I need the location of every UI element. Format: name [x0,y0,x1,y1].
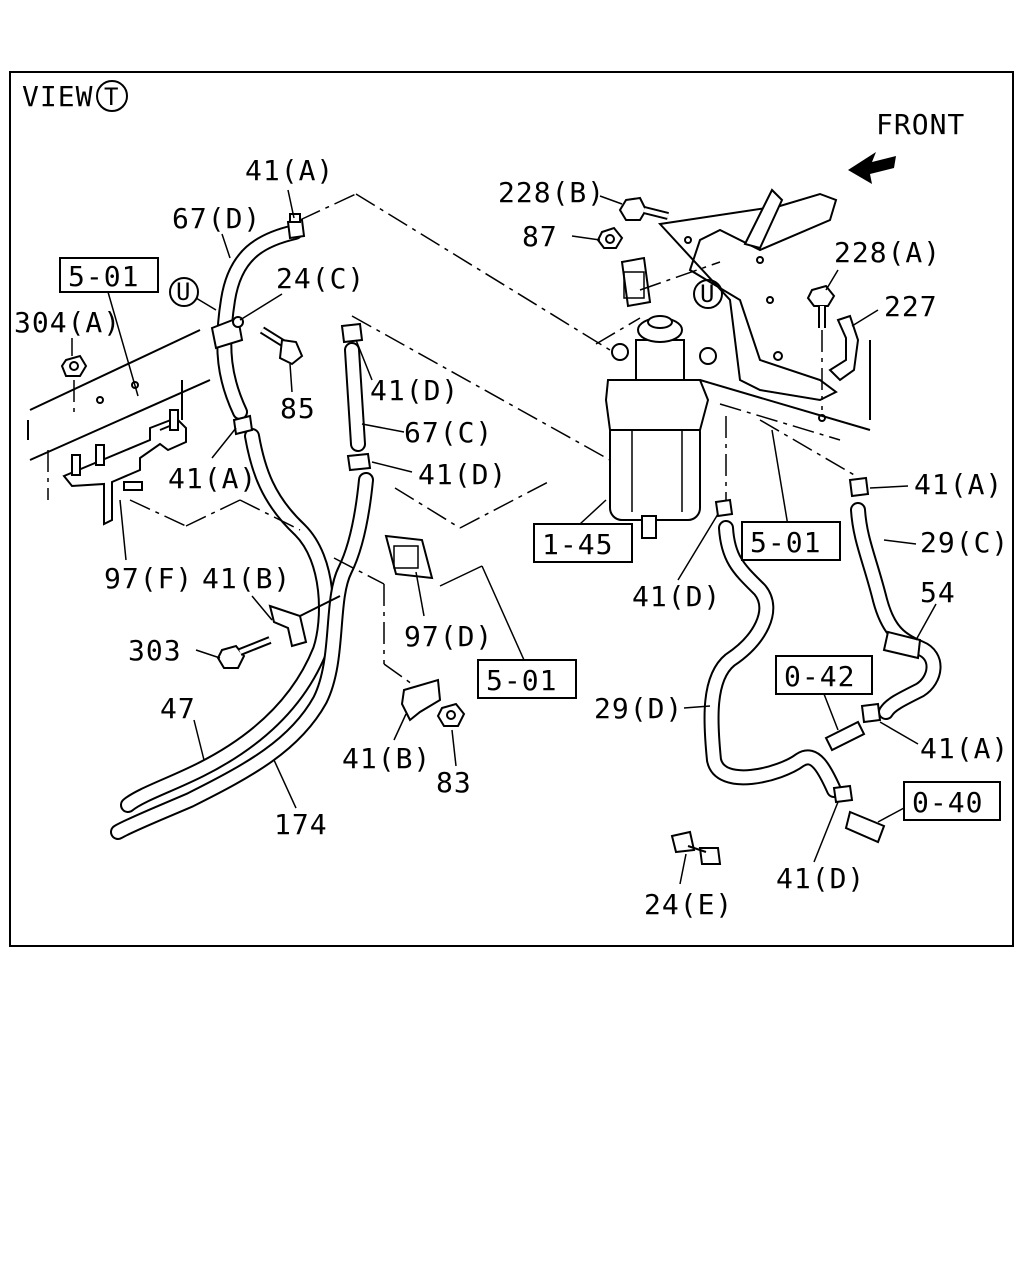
callout-box-501-center [477,659,577,699]
callout-228b: 228(B) [498,176,605,209]
clip-41a-right [848,476,870,498]
callout-u-right-circle [693,279,723,309]
callout-304a: 304(A) [14,306,121,339]
callout-41a-bottom: 41(A) [920,732,1009,765]
callout-u-left: U [176,278,191,306]
callout-97f: 97(F) [104,562,193,595]
nut-83 [436,702,466,727]
callout-83: 83 [436,766,472,799]
callout-leaders [71,189,937,885]
callout-41a-top: 41(A) [245,154,334,187]
pad-97d [384,534,434,580]
callout-228a: 228(A) [834,236,941,269]
bolt-303 [216,636,272,669]
leader-lines [129,193,857,685]
callout-303: 303 [128,634,182,667]
clip-41a-top [286,213,306,240]
nut-304a [60,354,88,412]
callout-29d: 29(D) [594,692,683,725]
callout-41a-mid: 41(A) [168,462,257,495]
sleeve-54 [882,630,922,660]
callout-501-center: 5-01 [486,664,557,697]
mount-bracket [657,188,838,402]
bracket-227 [828,314,860,382]
callout-box-145 [533,523,633,563]
callout-85: 85 [280,392,316,425]
view-letter: T [104,83,119,111]
clip-41a-mid [232,414,254,436]
callout-24e: 24(E) [644,888,733,921]
clamp-24c [210,316,244,350]
pipe-0-42 [824,720,866,752]
callout-501-right: 5-01 [750,526,821,559]
callout-u-right: U [700,280,715,308]
callout-box-042 [775,655,873,695]
callout-67d: 67(D) [172,202,261,235]
callout-41b-top: 41(B) [202,562,291,595]
clip-41d-center [714,498,734,518]
clamp-41b-bottom [400,678,442,722]
front-arrow-icon [848,152,896,184]
diagram-frame [9,71,1014,947]
callout-501-left: 5-01 [68,260,139,293]
callout-24c: 24(C) [276,262,365,295]
bolt-228b [618,196,669,221]
clip-41d-top [340,322,364,344]
callout-227: 227 [884,290,938,323]
callout-29c: 29(C) [920,526,1009,559]
callout-145: 1-45 [542,528,613,561]
callout-box-040 [903,781,1001,821]
plate-u-right [620,256,652,308]
bolt-85 [259,326,304,366]
bolt-228a [806,284,836,328]
clip-41a-bottom [860,702,882,724]
callout-box-501-right [741,521,841,561]
callout-41a-right: 41(A) [914,468,1003,501]
nut-87 [596,226,624,249]
callout-54: 54 [920,576,956,609]
callout-box-501-left [59,257,159,293]
view-label: VIEW [22,80,93,113]
view-letter-circle [96,80,128,112]
callout-41d-center: 41(D) [632,580,721,613]
pipe-0-40 [844,810,886,844]
callout-174: 174 [274,808,328,841]
callout-87: 87 [522,220,558,253]
clamp-41b-top [268,595,341,648]
front-label: FRONT [876,108,965,141]
frame-rail-right [699,340,871,441]
callout-67c: 67(C) [404,416,493,449]
clip-41d-bottom [832,784,854,804]
callout-41b-bottom: 41(B) [342,742,431,775]
callout-41d-mid: 41(D) [418,458,507,491]
callout-040: 0-40 [912,786,983,819]
fuel-filter [604,315,717,539]
frame-rail-left [27,329,211,526]
callout-97d: 97(D) [404,620,493,653]
callout-41d-top: 41(D) [370,374,459,407]
callout-47: 47 [160,692,196,725]
clip-41d-mid [346,452,372,472]
clamp-24e [670,830,722,865]
callout-41d-bottom: 41(D) [776,862,865,895]
callout-u-left-circle [169,277,199,307]
callout-042: 0-42 [784,660,855,693]
